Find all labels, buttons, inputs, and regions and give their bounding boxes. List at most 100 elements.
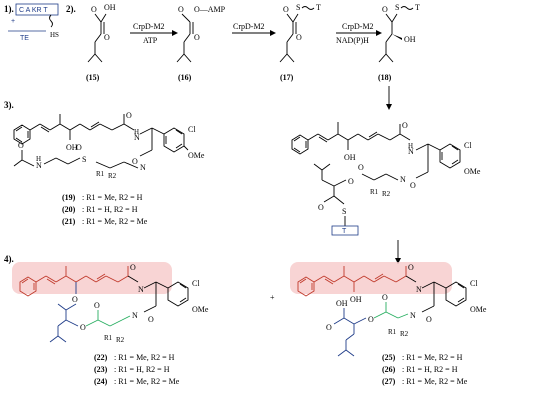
svg-text:O: O <box>72 295 78 304</box>
svg-text:O: O <box>132 157 138 166</box>
svg-text:O: O <box>368 315 374 324</box>
compound-26-desc: : R1 = H, R2 = H <box>402 365 458 374</box>
svg-text:OH: OH <box>344 153 356 162</box>
svg-text:OMe: OMe <box>470 305 487 314</box>
svg-text:R1: R1 <box>388 328 397 336</box>
compound-16-id: (16) <box>178 73 192 82</box>
svg-text:OH: OH <box>336 299 348 308</box>
compound-17: O S T O (17) <box>279 3 321 82</box>
svg-text:R1: R1 <box>104 334 113 342</box>
module-domain-box <box>15 3 59 16</box>
svg-text:R1: R1 <box>370 188 379 196</box>
svg-text:N: N <box>400 175 406 184</box>
compound-20-desc: : R1 = H, R2 = H <box>82 205 138 214</box>
module-domain-text: C A KR T <box>19 7 48 14</box>
compound-24-id: (24) <box>94 377 108 386</box>
svg-text:OMe: OMe <box>464 167 481 176</box>
arrow-1-enzyme: CrpD-M2 <box>133 22 165 31</box>
svg-text:O: O <box>130 263 136 272</box>
compound-19-id: (19) <box>62 193 76 202</box>
compound-23-id: (23) <box>94 365 108 374</box>
svg-text:O: O <box>358 163 364 172</box>
compound-25-id: (25) <box>382 353 396 362</box>
plus-between-products: + <box>270 293 275 302</box>
svg-text:T: T <box>415 3 420 12</box>
svg-text:R2: R2 <box>382 190 391 198</box>
svg-text:N: N <box>138 285 144 294</box>
arrow-1-cofactor: ATP <box>143 36 158 45</box>
svg-text:O: O <box>402 121 408 130</box>
compound-15-id: (15) <box>86 73 100 82</box>
compound-22-id: (22) <box>94 353 108 362</box>
svg-text:O—AMP: O—AMP <box>194 5 226 14</box>
compound-15: O OH O (15) <box>86 3 116 82</box>
svg-text:Cl: Cl <box>192 279 200 288</box>
compound-list-19-21: (19) : R1 = Me, R2 = H (20) : R1 = H, R2… <box>62 193 148 226</box>
compound-18: O S T OH (18) <box>378 3 420 82</box>
svg-text:O: O <box>18 141 24 150</box>
svg-text:O: O <box>148 315 154 324</box>
svg-text:O: O <box>76 143 82 152</box>
compound-27-id: (27) <box>382 377 396 386</box>
highlight-left <box>12 262 172 294</box>
svg-text:O: O <box>94 301 100 310</box>
svg-text:O: O <box>382 5 388 14</box>
svg-text:N: N <box>408 147 414 156</box>
svg-text:OMe: OMe <box>188 151 205 160</box>
compound-19-desc: : R1 = Me, R2 = H <box>82 193 143 202</box>
svg-text:Cl: Cl <box>470 279 478 288</box>
section-3-label: 3). <box>4 100 14 110</box>
compound-17-id: (17) <box>280 73 294 82</box>
svg-text:OH: OH <box>350 295 362 304</box>
svg-text:R2: R2 <box>108 172 117 180</box>
svg-text:R1: R1 <box>96 170 105 178</box>
wavy-bond <box>49 14 53 28</box>
compound-22-desc: : R1 = Me, R2 = H <box>114 353 175 362</box>
svg-text:O: O <box>178 5 184 14</box>
arrow-2-enzyme: CrpD-M2 <box>233 22 265 31</box>
compound-23-desc: : R1 = H, R2 = H <box>114 365 170 374</box>
svg-text:O: O <box>318 203 324 212</box>
te-domain-text: TE <box>20 35 29 42</box>
svg-text:N: N <box>140 163 146 172</box>
svg-text:OH: OH <box>104 3 116 12</box>
section-2-label: 2). <box>66 4 76 14</box>
svg-text:N: N <box>416 285 422 294</box>
thiolation-domain-text: T <box>342 228 347 235</box>
svg-text:S: S <box>82 155 86 164</box>
svg-text:OMe: OMe <box>192 305 209 314</box>
arrow-3-cofactor: NAD(P)H <box>336 36 369 45</box>
compound-21-id: (21) <box>62 217 76 226</box>
svg-text:O: O <box>348 177 354 186</box>
svg-text:O: O <box>126 111 132 120</box>
svg-text:T: T <box>316 3 321 12</box>
compound-list-22-24: (22) : R1 = Me, R2 = H (23) : R1 = H, R2… <box>94 353 180 386</box>
svg-text:N: N <box>134 133 140 142</box>
svg-text:S: S <box>395 3 399 12</box>
compound-21-desc: : R1 = Me, R2 = Me <box>82 217 148 226</box>
svg-text:O: O <box>283 5 289 14</box>
svg-text:O: O <box>194 33 200 42</box>
compound-20-id: (20) <box>62 205 76 214</box>
compound-25-desc: : R1 = Me, R2 = H <box>402 353 463 362</box>
section-4-label: 4). <box>4 254 14 264</box>
compound-16: O O—AMP O (16) <box>176 5 226 82</box>
plus-sign: + <box>11 18 15 25</box>
svg-text:O: O <box>80 323 86 332</box>
svg-text:N: N <box>410 311 416 320</box>
compound-26-id: (26) <box>382 365 396 374</box>
svg-text:H: H <box>36 155 41 163</box>
svg-text:O: O <box>91 5 97 14</box>
compound-22-24-structure: O N Cl OMe O N O O O R1 R2 <box>19 263 209 344</box>
svg-text:R2: R2 <box>116 336 125 344</box>
svg-text:Cl: Cl <box>188 125 196 134</box>
svg-text:O: O <box>426 315 432 324</box>
compound-19-21-structure: OH O N H Cl OMe O N R1 R2 S O <box>13 111 205 180</box>
svg-text:O: O <box>104 33 110 42</box>
compound-27-desc: : R1 = Me, R2 = Me <box>402 377 468 386</box>
section-1-label: 1). <box>4 4 14 14</box>
svg-text:H: H <box>408 142 413 150</box>
svg-text:O: O <box>410 181 416 190</box>
